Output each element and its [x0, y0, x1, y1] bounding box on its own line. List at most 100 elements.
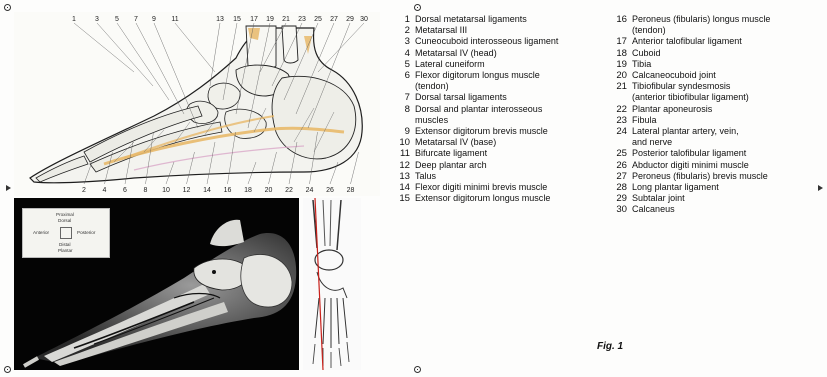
legend-number: 11 [398, 148, 415, 159]
legend-number: 5 [398, 59, 415, 70]
figure-label: Fig. 1 [597, 341, 623, 352]
legend-number: 13 [398, 171, 415, 182]
drawing-callout-number-top: 17 [250, 16, 258, 23]
legend-number [615, 92, 632, 103]
orientation-bottom2: Plantar [58, 248, 73, 253]
legend-number: 2 [398, 25, 415, 36]
drawing-callout-number-top: 27 [330, 16, 338, 23]
legend-item: 21Tibiofibular syndesmosis [615, 81, 820, 92]
legend-text: Calcaneus [632, 204, 809, 215]
legend-item: 28Long plantar ligament [615, 182, 820, 193]
foot-anatomy-drawing: 135791113151719212325272930 246810121416… [14, 12, 380, 196]
drawing-callout-number-bottom: 20 [265, 187, 273, 194]
legend-text: (anterior tibiofibular ligament) [632, 92, 809, 103]
drawing-callout-number-bottom: 28 [347, 187, 355, 194]
legend-number: 26 [615, 160, 632, 171]
legend-item: and nerve [615, 137, 820, 148]
orientation-key: Proximal Dorsal Anterior Posterior Dista… [22, 208, 110, 258]
legend-text: Flexor digitorum longus muscle [415, 70, 606, 81]
drawing-callout-number-bottom: 16 [224, 187, 232, 194]
orientation-top2: Dorsal [58, 218, 71, 223]
legend-number: 15 [398, 193, 415, 204]
drawing-callout-number-top: 7 [134, 16, 138, 23]
legend-number: 17 [615, 36, 632, 47]
drawing-callout-number-bottom: 18 [244, 187, 252, 194]
orientation-left: Anterior [33, 230, 49, 235]
drawing-callout-number-bottom: 2 [82, 187, 86, 194]
legend-number [398, 81, 415, 92]
drawing-callout-number-bottom: 22 [285, 187, 293, 194]
orientation-right: Posterior [77, 230, 95, 235]
legend-text: (tendon) [415, 81, 606, 92]
orientation-top1: Proximal [56, 212, 74, 217]
legend-number: 9 [398, 126, 415, 137]
legend-number: 20 [615, 70, 632, 81]
legend-text: Dorsal tarsal ligaments [415, 92, 606, 103]
legend-number: 22 [615, 104, 632, 115]
legend-text: Posterior talofibular ligament [632, 148, 809, 159]
legend-text: Dorsal metatarsal ligaments [415, 14, 606, 25]
legend-item: (tendon) [615, 25, 820, 36]
drawing-callout-number-top: 30 [360, 16, 368, 23]
legend-text: Peroneus (fibularis) longus muscle [632, 14, 809, 25]
legend-text: Bifurcate ligament [415, 148, 606, 159]
legend-text: Tibiofibular syndesmosis [632, 81, 809, 92]
legend-item: 20Calcaneocuboid joint [615, 70, 820, 81]
mri-sagittal-image: Proximal Dorsal Anterior Posterior Dista… [14, 198, 299, 370]
legend-item: 18Cuboid [615, 48, 820, 59]
registration-mark-bottom-center [414, 366, 421, 373]
drawing-callout-number-top: 19 [266, 16, 274, 23]
legend-text: Metatarsal IV (head) [415, 48, 606, 59]
legend-number: 27 [615, 171, 632, 182]
legend-item: 12Deep plantar arch [398, 160, 618, 171]
orientation-box-icon [60, 227, 72, 239]
scout-localizer-image [303, 198, 361, 370]
drawing-callout-number-top: 21 [282, 16, 290, 23]
legend-number: 7 [398, 92, 415, 103]
legend-number: 10 [398, 137, 415, 148]
legend-number: 19 [615, 59, 632, 70]
drawing-callout-number-bottom: 14 [203, 187, 211, 194]
drawing-callout-number-bottom: 24 [306, 187, 314, 194]
legend-number: 6 [398, 70, 415, 81]
legend-text: Anterior talofibular ligament [632, 36, 809, 47]
legend-text: Talus [415, 171, 606, 182]
registration-mark-top-center [414, 4, 421, 11]
registration-mark-top-left [4, 4, 11, 11]
drawing-callout-number-top: 13 [216, 16, 224, 23]
legend-item: 14Flexor digiti minimi brevis muscle [398, 182, 618, 193]
drawing-callout-number-bottom: 26 [326, 187, 334, 194]
legend-number [615, 137, 632, 148]
legend-item: 16Peroneus (fibularis) longus muscle [615, 14, 820, 25]
legend-number: 23 [615, 115, 632, 126]
legend-text: Abductor digiti minimi muscle [632, 160, 809, 171]
legend-text: Flexor digiti minimi brevis muscle [415, 182, 606, 193]
legend-text: Cuneocuboid interosseous ligament [415, 36, 606, 47]
legend-number: 4 [398, 48, 415, 59]
legend-item: muscles [398, 115, 618, 126]
legend-text: Long plantar ligament [632, 182, 809, 193]
drawing-callout-number-top: 25 [314, 16, 322, 23]
legend-text: Extensor digitorum brevis muscle [415, 126, 606, 137]
legend-number: 21 [615, 81, 632, 92]
registration-triangle-left [6, 185, 11, 191]
legend-text: Subtalar joint [632, 193, 809, 204]
legend-item: 1Dorsal metatarsal ligaments [398, 14, 618, 25]
